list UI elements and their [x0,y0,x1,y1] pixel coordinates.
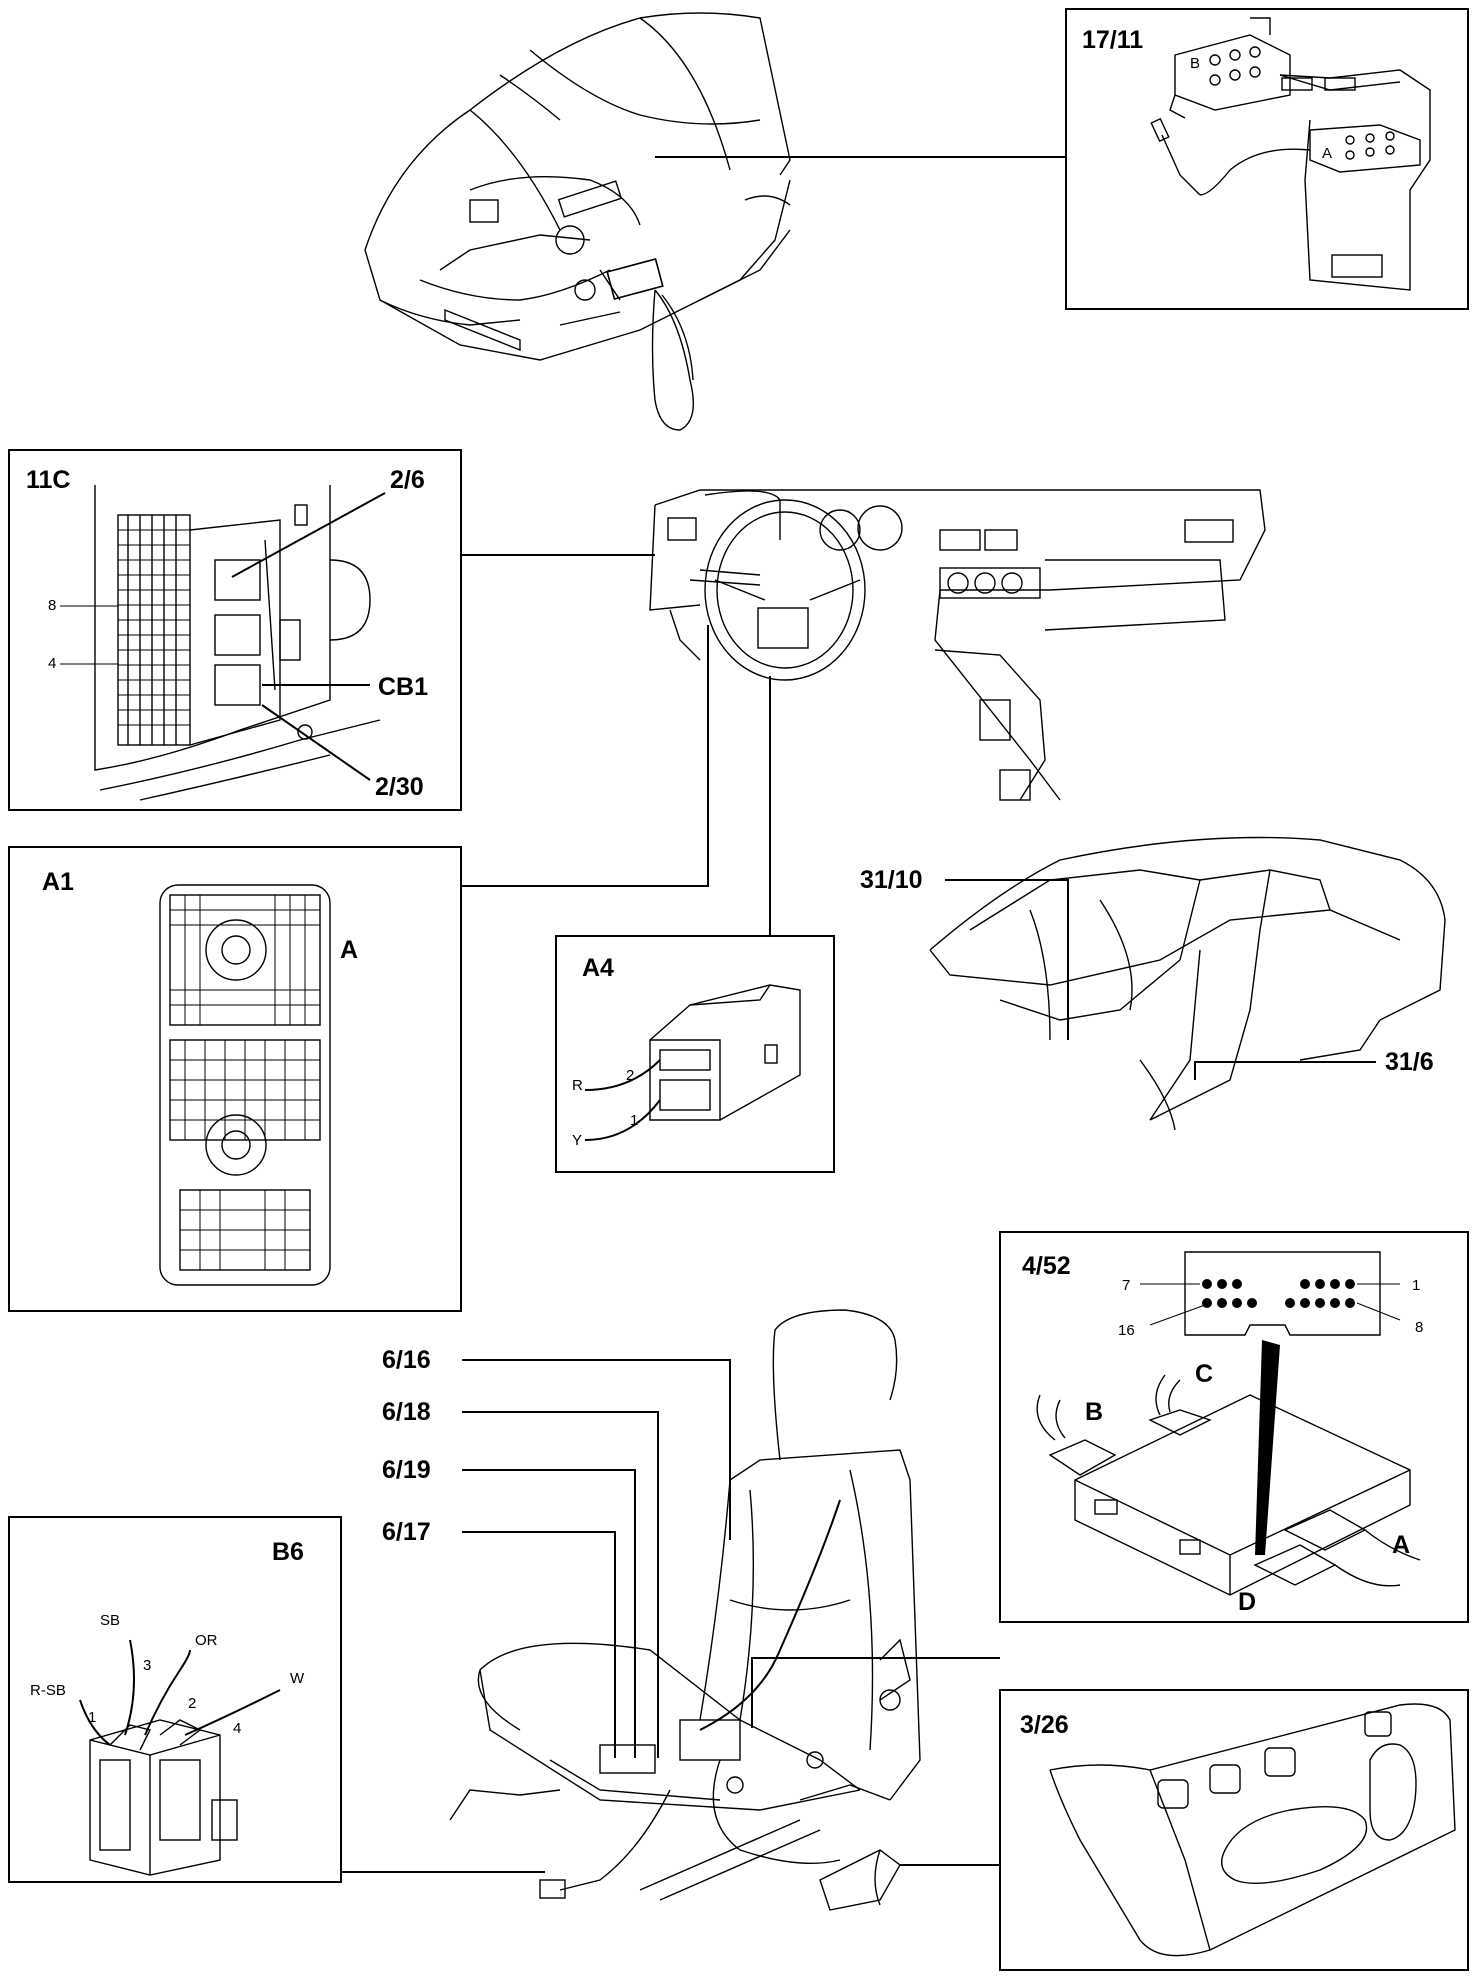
leader-6-17 [462,1531,616,1758]
label-sb: SB [100,1612,120,1629]
car-front-illustration [364,12,791,431]
panel-11c [8,449,462,811]
label-pin-1-b6: 1 [88,1709,96,1726]
pin-7: 7 [1122,1277,1130,1294]
label-4: 4 [48,655,56,672]
pin-8: 8 [1415,1319,1423,1336]
label-w: W [290,1670,305,1687]
label-6-16: 6/16 [382,1346,431,1374]
fusebox-11c-illustration [60,485,386,801]
dashboard-illustration [649,489,1266,801]
leader-6-18 [462,1411,659,1758]
relay-17-11-illustration: B A [1150,17,1431,291]
car-interior-illustration [929,836,1446,1131]
leader-4-52 [751,1657,1000,1728]
label-6-19: 6/19 [382,1456,431,1484]
label-or: OR [195,1632,218,1649]
label-b6: B6 [272,1538,304,1566]
control-module-illustration [1036,1340,1421,1596]
label-3-26: 3/26 [1020,1711,1069,1739]
label-pin-3: 3 [143,1657,151,1674]
pin-1: 1 [1412,1277,1420,1294]
label-6-18: 6/18 [382,1398,431,1426]
label-pin-2-b6: 2 [188,1695,196,1712]
label-a1: A1 [42,868,74,896]
relay-label-b: B [1190,55,1200,72]
panel-4-52 [999,1231,1469,1623]
panel-3-26 [999,1689,1469,1971]
label-6-17: 6/17 [382,1518,431,1546]
label-17-11: 17/11 [1082,26,1143,54]
label-8: 8 [48,597,56,614]
label-a: A [340,936,358,964]
label-31-10: 31/10 [860,866,923,894]
panel-a4 [555,935,835,1173]
label-c: C [1195,1360,1213,1388]
label-2-30: 2/30 [375,773,424,801]
leader-31-6 [1194,1061,1376,1080]
panel-17-11 [1065,8,1469,310]
seat-switch-panel-illustration [1049,1703,1456,1957]
seat-illustration [449,1309,921,1911]
connector-a4-illustration [584,984,801,1141]
label-pin-4: 4 [233,1720,241,1737]
connector-4-52-pinout [1140,1251,1401,1336]
label-a4: A4 [582,954,614,982]
connector-a1-illustration [159,884,331,1286]
label-pin-2: 2 [626,1067,634,1084]
label-31-6: 31/6 [1385,1048,1434,1076]
panel-a1 [8,846,462,1312]
label-b: B [1085,1398,1103,1426]
leader-6-19 [462,1469,636,1758]
label-2-6: 2/6 [390,466,425,494]
leader-a1 [461,625,709,887]
label-4-52: 4/52 [1022,1252,1071,1280]
panel-b6 [8,1516,342,1883]
leader-6-16 [462,1359,731,1540]
relay-label-a: A [1322,145,1332,162]
leader-31-10 [945,879,1069,1040]
label-r-sb: R-SB [30,1682,66,1699]
label-d: D [1238,1588,1256,1616]
connector-b6-illustration [79,1639,281,1876]
label-pin-1: 1 [630,1112,638,1129]
label-a-module: A [1392,1531,1410,1559]
label-11c: 11C [26,466,70,494]
label-r: R [572,1077,583,1094]
pin-16: 16 [1118,1322,1135,1339]
label-y: Y [572,1132,582,1149]
label-cb1: CB1 [378,673,428,701]
